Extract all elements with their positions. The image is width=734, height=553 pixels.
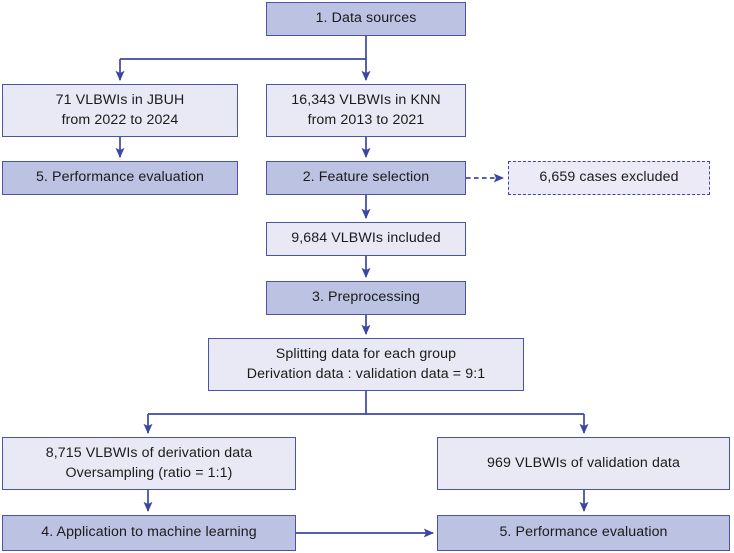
node-label: 4. Application to machine learning (41, 524, 257, 541)
node-vlbwis-included[interactable]: 9,684 VLBWIs included (266, 222, 466, 256)
node-label: 9,684 VLBWIs included (291, 230, 441, 247)
node-label: 16,343 VLBWIs in KNN from 2013 to 2021 (291, 91, 441, 128)
node-preprocessing[interactable]: 3. Preprocessing (266, 281, 466, 315)
node-label: 3. Preprocessing (311, 289, 421, 306)
node-data-sources[interactable]: 1. Data sources (266, 2, 466, 36)
node-label: 5. Performance evaluation (499, 524, 668, 541)
node-performance-evaluation-right[interactable]: 5. Performance evaluation (437, 515, 730, 551)
node-label: 71 VLBWIs in JBUH from 2022 to 2024 (55, 91, 185, 128)
node-derivation-data[interactable]: 8,715 VLBWIs of derivation data Oversamp… (2, 437, 296, 490)
node-label: 5. Performance evaluation (35, 169, 205, 186)
node-label: Splitting data for each group Derivation… (246, 345, 486, 382)
node-knn-cohort[interactable]: 16,343 VLBWIs in KNN from 2013 to 2021 (266, 84, 466, 137)
node-machine-learning[interactable]: 4. Application to machine learning (2, 515, 296, 551)
node-label: 8,715 VLBWIs of derivation data Oversamp… (45, 444, 253, 481)
node-cases-excluded[interactable]: 6,659 cases excluded (508, 161, 710, 195)
node-validation-data[interactable]: 969 VLBWIs of validation data (437, 437, 730, 490)
node-performance-evaluation-left[interactable]: 5. Performance evaluation (2, 161, 238, 195)
node-jbuh-cohort[interactable]: 71 VLBWIs in JBUH from 2022 to 2024 (2, 84, 238, 137)
node-label: 1. Data sources (315, 10, 417, 27)
node-label: 969 VLBWIs of validation data (487, 454, 680, 471)
node-label: 6,659 cases excluded (539, 169, 679, 186)
node-feature-selection[interactable]: 2. Feature selection (266, 161, 466, 195)
node-splitting-data[interactable]: Splitting data for each group Derivation… (208, 338, 524, 391)
node-label: 2. Feature selection (302, 169, 430, 186)
